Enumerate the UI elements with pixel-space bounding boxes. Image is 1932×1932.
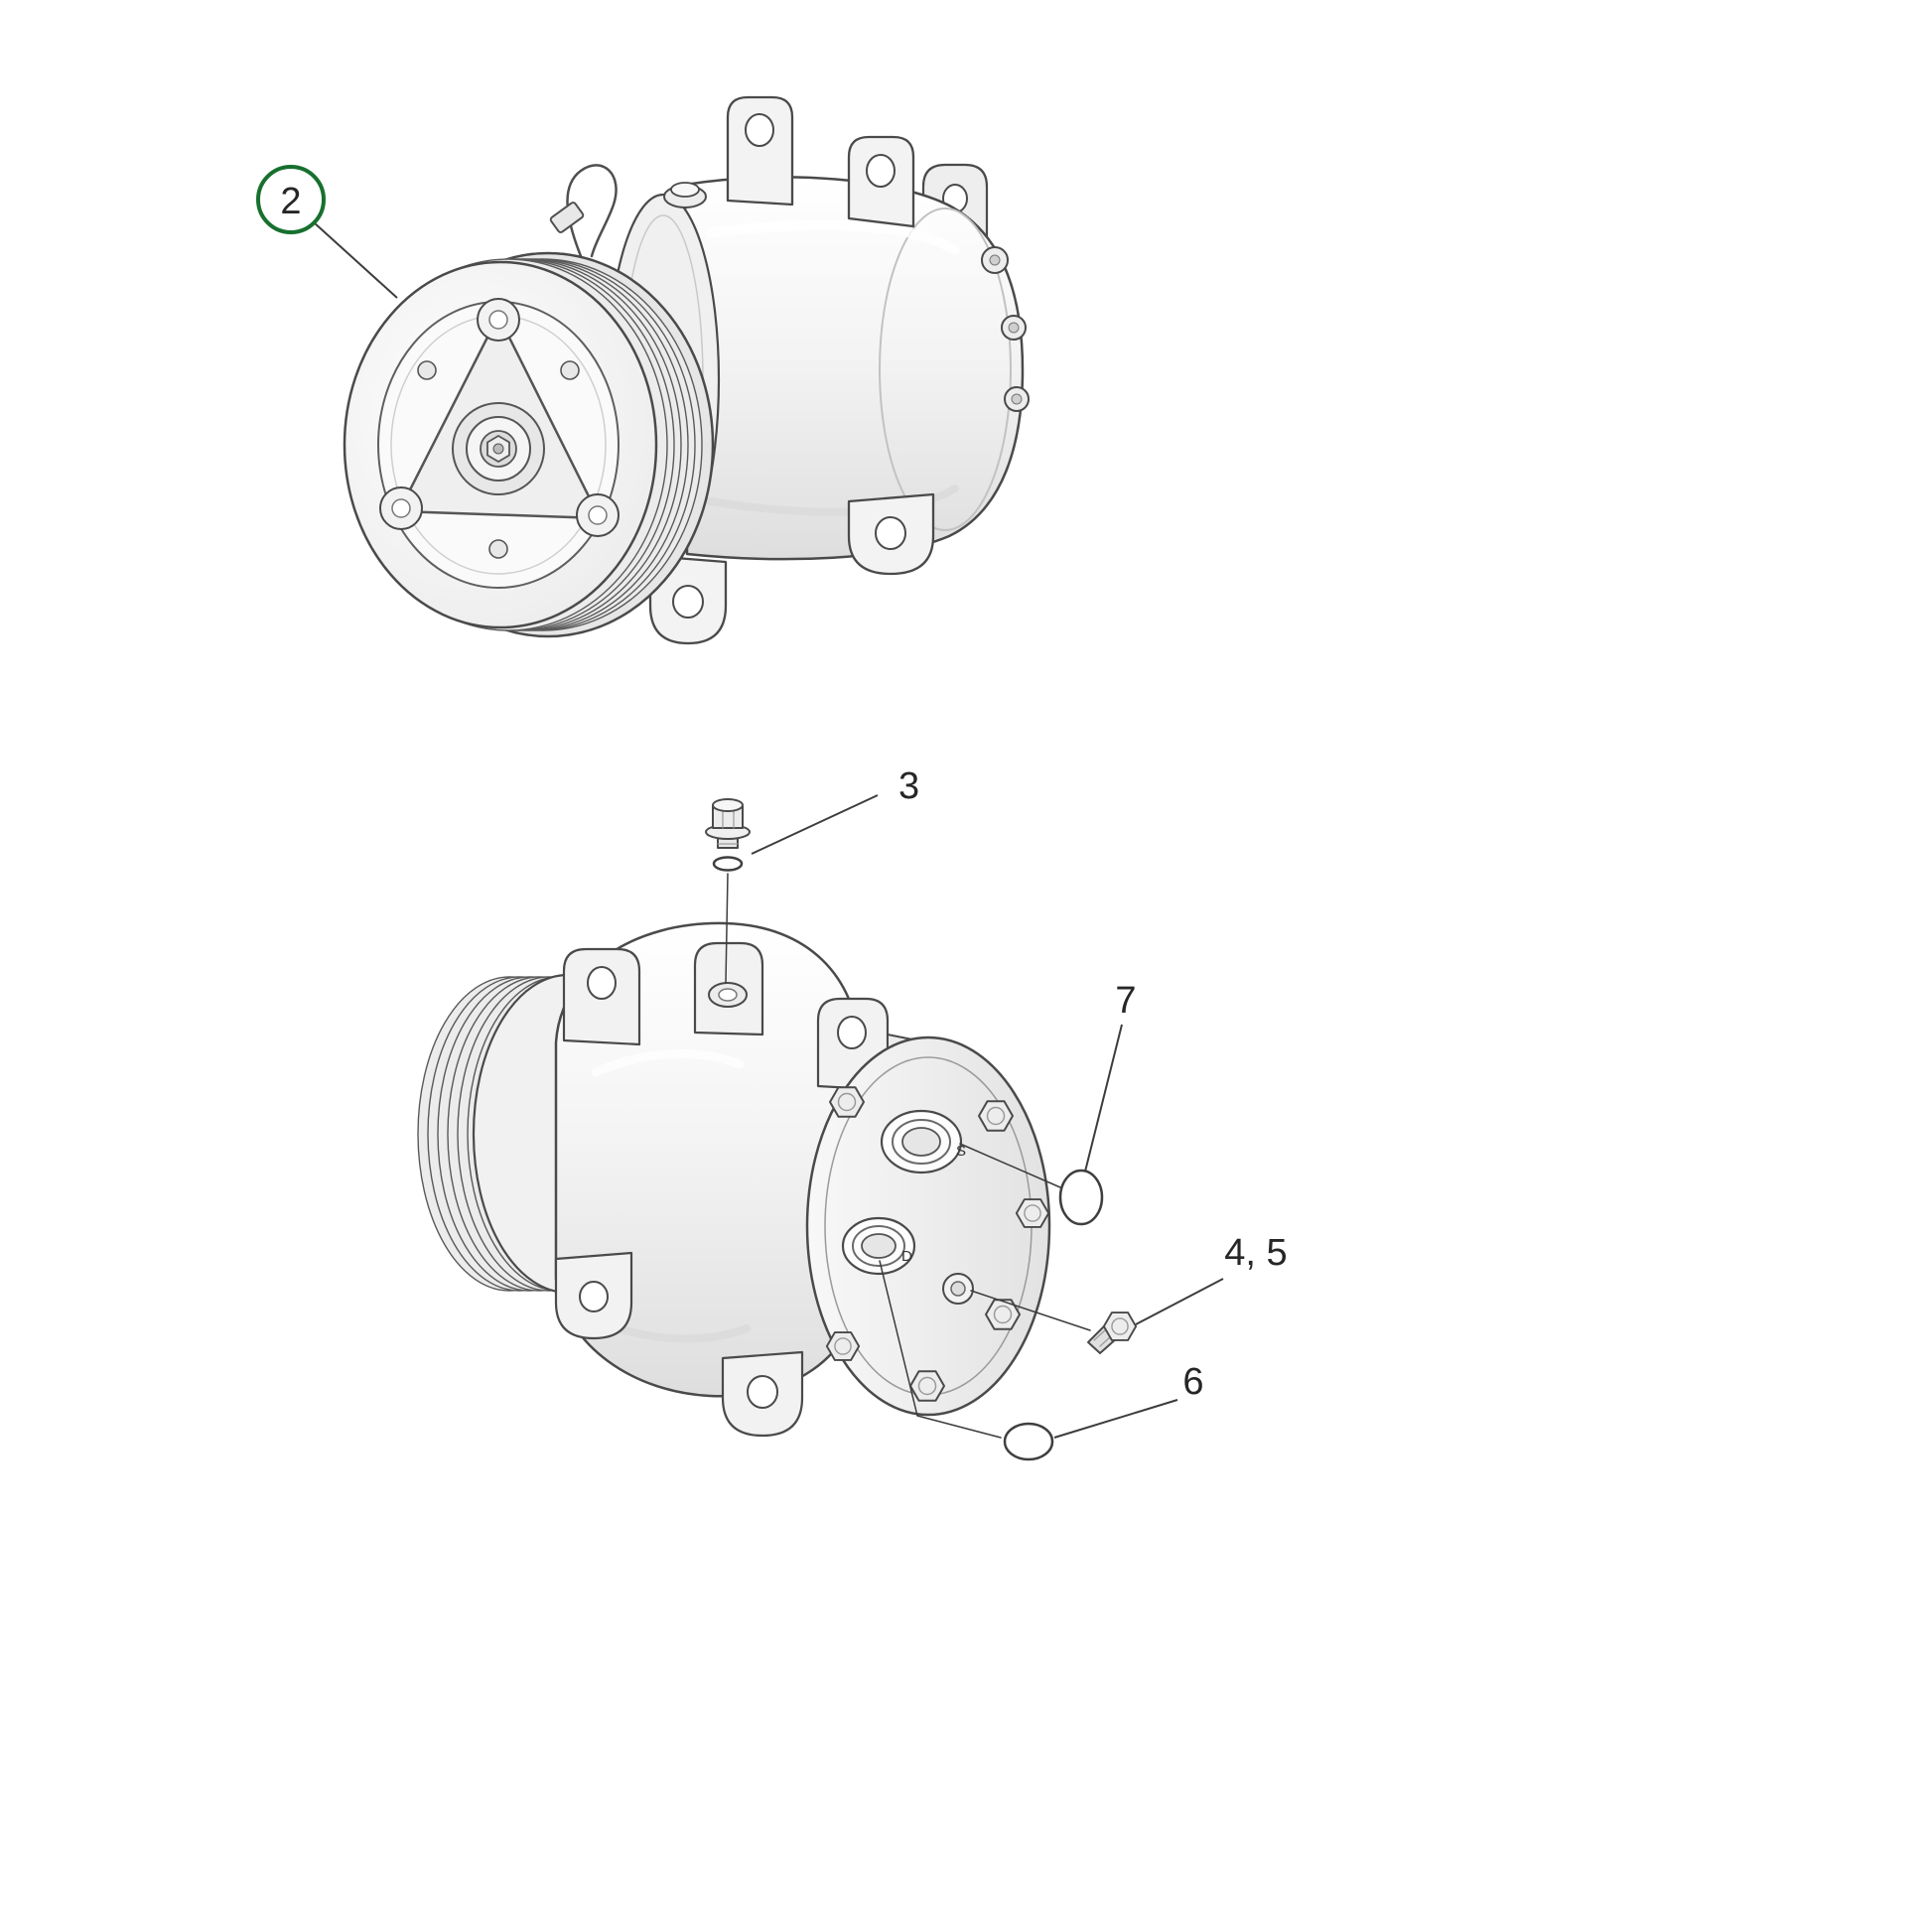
callout-2-label[interactable]: 2 [280, 181, 301, 222]
top-mount-lug-front [726, 95, 794, 207]
compressor-rear-view: S D [417, 798, 1138, 1461]
o-ring-6 [879, 1260, 1054, 1461]
callout-2[interactable]: 2 [256, 165, 398, 299]
o-ring-7 [959, 1143, 1104, 1226]
service-port [942, 1273, 974, 1305]
clutch-pulley [343, 251, 715, 638]
callout-6-label[interactable]: 6 [1182, 1361, 1203, 1403]
callout-6[interactable]: 6 [1053, 1361, 1204, 1439]
compressor-assembled-view [343, 95, 1030, 645]
bottom-mount-ear-front [648, 554, 728, 645]
callout-2-leader-line [313, 221, 398, 299]
callout-7-leader-line [1084, 1024, 1123, 1173]
top-mount-lug-rear [847, 135, 915, 228]
callout-3[interactable]: 3 [751, 765, 919, 855]
rv-bottom-center-lug [721, 1350, 804, 1438]
filler-cap [663, 182, 707, 208]
wire-clip [549, 164, 618, 258]
callout-7[interactable]: 7 [1084, 980, 1137, 1173]
discharge-port: D [841, 1216, 916, 1276]
oil-plug-assembly [705, 798, 751, 984]
fitting-bolt-4-5 [970, 1290, 1138, 1354]
callout-4-5[interactable]: 4, 5 [1135, 1232, 1288, 1325]
rear-bosses [981, 246, 1030, 412]
oil-fill-boss [693, 941, 764, 1036]
pulley-hub [452, 402, 545, 495]
callout-2-circle[interactable] [256, 165, 326, 234]
rv-top-left-lug [562, 947, 641, 1046]
suction-port: S [880, 1109, 966, 1174]
rv-bottom-left-lug [554, 1251, 633, 1340]
callout-4-5-label[interactable]: 4, 5 [1224, 1232, 1287, 1274]
callout-3-leader-line [751, 794, 879, 855]
callout-6-leader-line [1053, 1399, 1178, 1439]
callout-4-5-leader-line [1135, 1278, 1224, 1325]
plug-o-ring [712, 856, 744, 872]
callout-3-label[interactable]: 3 [898, 765, 919, 807]
callout-7-label[interactable]: 7 [1115, 980, 1136, 1022]
discharge-port-letter: D [901, 1248, 912, 1265]
suction-port-letter: S [956, 1143, 966, 1160]
bottom-mount-ear-rear [847, 492, 935, 576]
